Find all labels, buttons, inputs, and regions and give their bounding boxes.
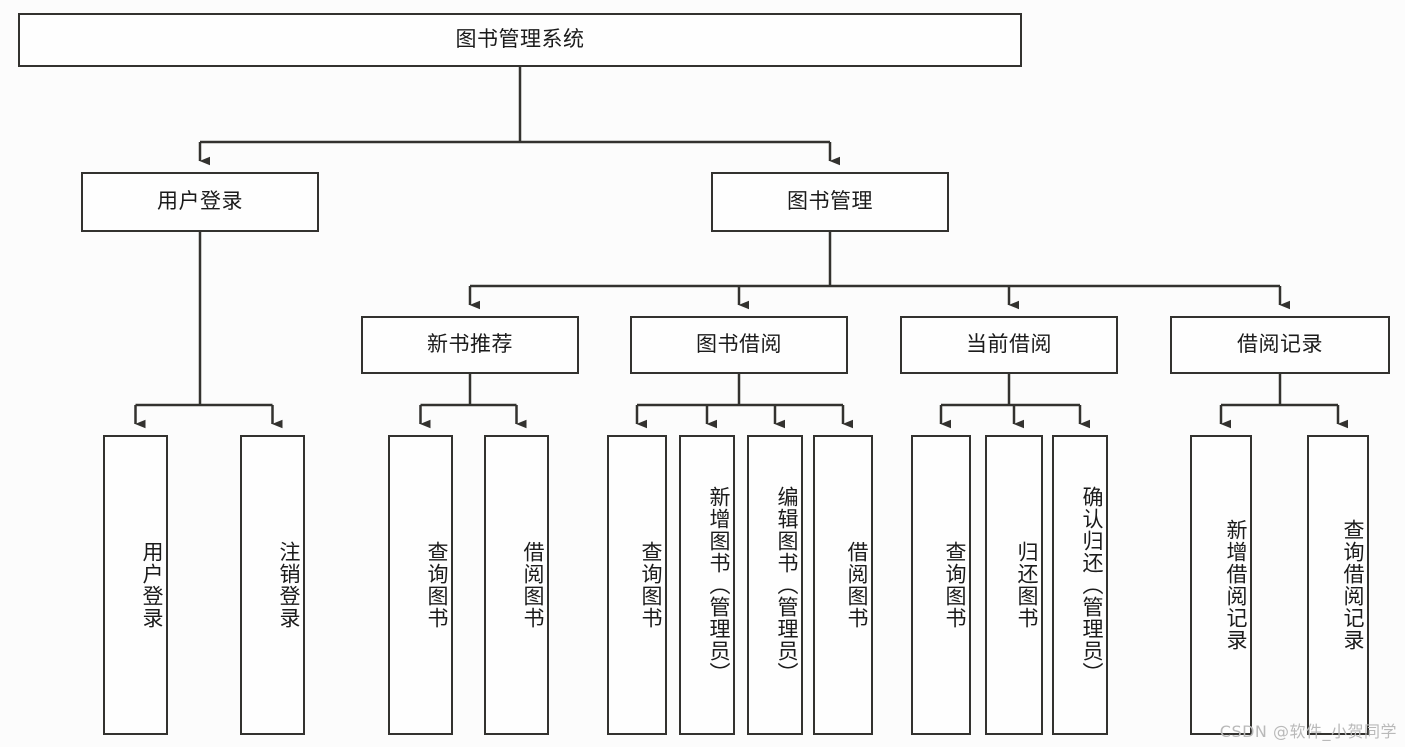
node-book-borrow-label: 图书借阅: [696, 332, 782, 357]
leaf-add-book-admin[interactable]: 新增图书（管理员）: [679, 435, 735, 735]
csdn-watermark: CSDN @软件_小贺同学: [1219, 722, 1397, 741]
leaf-query-book-recommend[interactable]: 查询图书: [388, 435, 453, 735]
node-new-book-recommend[interactable]: 新书推荐: [361, 316, 579, 374]
leaf-borrow-book-label: 借阅图书: [845, 541, 869, 629]
leaf-user-login[interactable]: 用户登录: [103, 435, 168, 735]
leaf-borrow-book-recommend-label: 借阅图书: [521, 541, 545, 629]
leaf-add-book-admin-label: 新增图书（管理员）: [707, 486, 731, 684]
leaf-user-login-label: 用户登录: [140, 541, 164, 629]
leaf-edit-book-admin[interactable]: 编辑图书（管理员）: [747, 435, 803, 735]
leaf-add-borrow-record-label: 新增借阅记录: [1224, 519, 1248, 651]
leaf-return-book-label: 归还图书: [1015, 541, 1039, 629]
node-borrow-record-label: 借阅记录: [1237, 332, 1323, 357]
node-user-login[interactable]: 用户登录: [81, 172, 319, 232]
leaf-return-book[interactable]: 归还图书: [985, 435, 1043, 735]
node-root-label: 图书管理系统: [455, 27, 585, 52]
node-book-borrow[interactable]: 图书借阅: [630, 316, 848, 374]
leaf-query-book-current[interactable]: 查询图书: [911, 435, 971, 735]
leaf-query-book-borrow[interactable]: 查询图书: [607, 435, 667, 735]
leaf-query-book-recommend-label: 查询图书: [425, 541, 449, 629]
node-user-login-label: 用户登录: [157, 189, 243, 214]
leaf-add-borrow-record[interactable]: 新增借阅记录: [1190, 435, 1252, 735]
node-current-borrow[interactable]: 当前借阅: [900, 316, 1118, 374]
node-new-book-recommend-label: 新书推荐: [427, 332, 513, 357]
node-current-borrow-label: 当前借阅: [966, 332, 1052, 357]
leaf-logout-login-label: 注销登录: [277, 541, 301, 629]
node-borrow-record[interactable]: 借阅记录: [1170, 316, 1390, 374]
leaf-borrow-book-recommend[interactable]: 借阅图书: [484, 435, 549, 735]
leaf-confirm-return-admin[interactable]: 确认归还（管理员）: [1052, 435, 1108, 735]
leaf-edit-book-admin-label: 编辑图书（管理员）: [775, 486, 799, 684]
node-book-management-label: 图书管理: [787, 189, 873, 214]
leaf-logout-login[interactable]: 注销登录: [240, 435, 305, 735]
leaf-query-borrow-record[interactable]: 查询借阅记录: [1307, 435, 1369, 735]
leaf-borrow-book[interactable]: 借阅图书: [813, 435, 873, 735]
leaf-query-borrow-record-label: 查询借阅记录: [1341, 519, 1365, 651]
node-book-management[interactable]: 图书管理: [711, 172, 949, 232]
leaf-query-book-borrow-label: 查询图书: [639, 541, 663, 629]
node-root[interactable]: 图书管理系统: [18, 13, 1022, 67]
leaf-query-book-current-label: 查询图书: [943, 541, 967, 629]
leaf-confirm-return-admin-label: 确认归还（管理员）: [1080, 486, 1104, 684]
